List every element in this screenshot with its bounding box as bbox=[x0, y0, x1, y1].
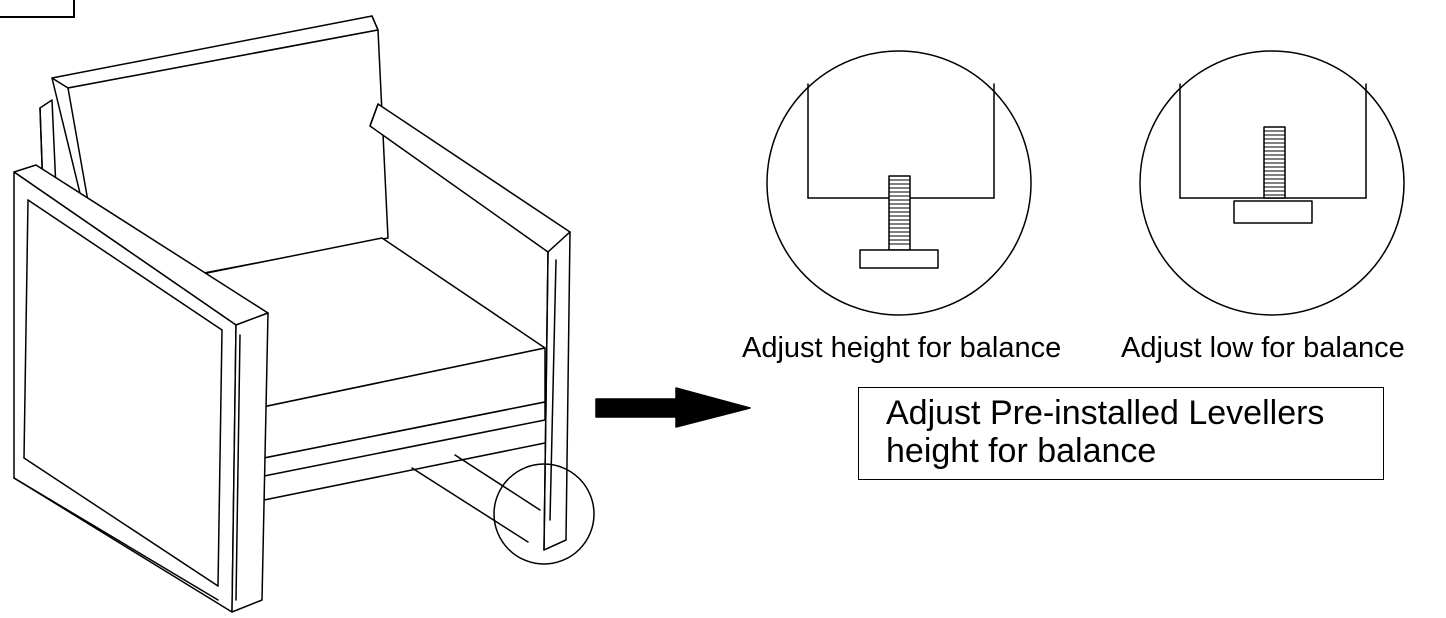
step-label-box bbox=[0, 0, 75, 18]
left-arm-frame bbox=[13, 164, 269, 613]
note-line-2: height for balance bbox=[886, 432, 1157, 470]
leveller-detail-extended bbox=[766, 50, 1032, 316]
detail-callout-circle bbox=[493, 463, 595, 565]
right-arrow-icon bbox=[595, 387, 751, 428]
caption-adjust-low: Adjust low for balance bbox=[1121, 332, 1405, 364]
armchair-drawing bbox=[13, 15, 595, 613]
leveller-detail-retracted bbox=[1139, 50, 1405, 316]
note-line-1: Adjust Pre-installed Levellers bbox=[886, 394, 1325, 432]
right-arm-frame bbox=[369, 103, 571, 551]
instruction-note-box: Adjust Pre-installed Levellers height fo… bbox=[858, 387, 1384, 480]
caption-adjust-height: Adjust height for balance bbox=[742, 332, 1062, 364]
